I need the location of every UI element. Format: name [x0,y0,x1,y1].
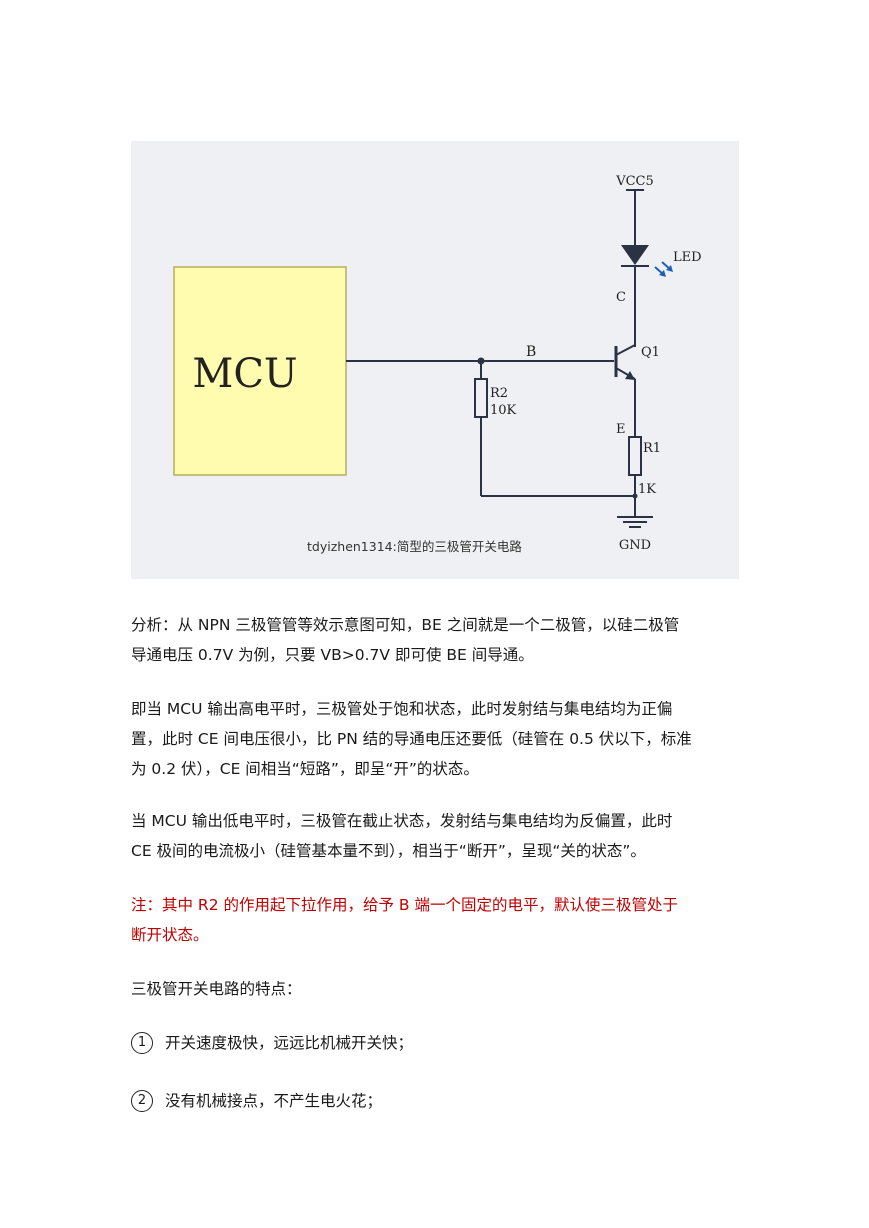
list-number-badge: 1 [131,1032,153,1054]
led-diode [621,245,649,265]
list-item-text: 开关速度极快，远远比机械开关快； [165,1034,414,1052]
collector-label: C [616,290,626,305]
note-paragraph: 注：其中 R2 的作用起下拉作用，给予 B 端一个固定的电平，默认使三极管处于 … [131,890,741,950]
q1-label: Q1 [641,345,660,360]
analysis-line-2: 导通电压 0.7V 为例，只要 VB>0.7V 即可使 BE 间导通。 [131,646,534,664]
low-level-line-1: 当 MCU 输出低电平时，三极管在截止状态，发射结与集电结均为反偏置，此时 [131,812,673,830]
r2-value: 10K [490,403,517,418]
led-arrow-2-head [666,265,673,272]
r2-resistor [474,378,488,418]
gnd-label: GND [619,538,651,553]
high-level-line-3: 为 0.2 伏），CE 间相当“短路”，即呈“开”的状态。 [131,760,479,778]
note-line-1: 注：其中 R2 的作用起下拉作用，给予 B 端一个固定的电平，默认使三极管处于 [131,896,678,914]
r2-label: R2 [490,386,508,401]
list-item: 1 开关速度极快，远远比机械开关快； [131,1028,741,1058]
analysis-paragraph: 分析：从 NPN 三极管管等效示意图可知，BE 之间就是一个二极管，以硅二极管 … [131,610,741,670]
low-level-paragraph: 当 MCU 输出低电平时，三极管在截止状态，发射结与集电结均为反偏置，此时 CE… [131,806,741,866]
low-level-line-2: CE 极间的电流极小（硅管基本量不到），相当于“断开”，呈现“关的状态”。 [131,842,646,860]
transistor-emitter-arrow [625,371,635,380]
led-label: LED [673,250,702,265]
high-level-line-2: 置，此时 CE 间电压很小，比 PN 结的导通电压还要低（硅管在 0.5 伏以下… [131,730,692,748]
mcu-label: MCU [192,351,297,397]
mcu-block [173,266,347,476]
vcc-label: VCC5 [615,174,654,189]
features-heading-text: 三极管开关电路的特点： [131,980,302,998]
r1-label: R1 [643,441,661,456]
led-arrow-1-head [659,270,666,277]
list-item: 2 没有机械接点，不产生电火花； [131,1086,741,1116]
r1-value: 1K [638,482,656,497]
circuit-diagram: MCU B R2 10K VCC5 LED [173,174,702,554]
features-heading: 三极管开关电路的特点： [131,974,741,1004]
note-line-2: 断开状态。 [131,926,209,944]
r1-resistor [628,436,642,476]
analysis-line-1: 分析：从 NPN 三极管管等效示意图可知，BE 之间就是一个二极管，以硅二极管 [131,616,680,634]
transistor-collector-leg [615,344,636,356]
figure-caption: tdyizhen1314:简型的三极管开关电路 [307,539,522,554]
list-number-badge: 2 [131,1090,153,1112]
emitter-label: E [616,422,626,437]
circuit-figure: MCU B R2 10K VCC5 LED [131,141,739,579]
ground-junction-dot [632,493,638,499]
high-level-paragraph: 即当 MCU 输出高电平时，三极管处于饱和状态，此时发射结与集电结均为正偏 置，… [131,694,741,784]
list-item-text: 没有机械接点，不产生电火花； [165,1092,383,1110]
high-level-line-1: 即当 MCU 输出高电平时，三极管处于饱和状态，此时发射结与集电结均为正偏 [131,700,673,718]
base-label: B [526,344,536,360]
